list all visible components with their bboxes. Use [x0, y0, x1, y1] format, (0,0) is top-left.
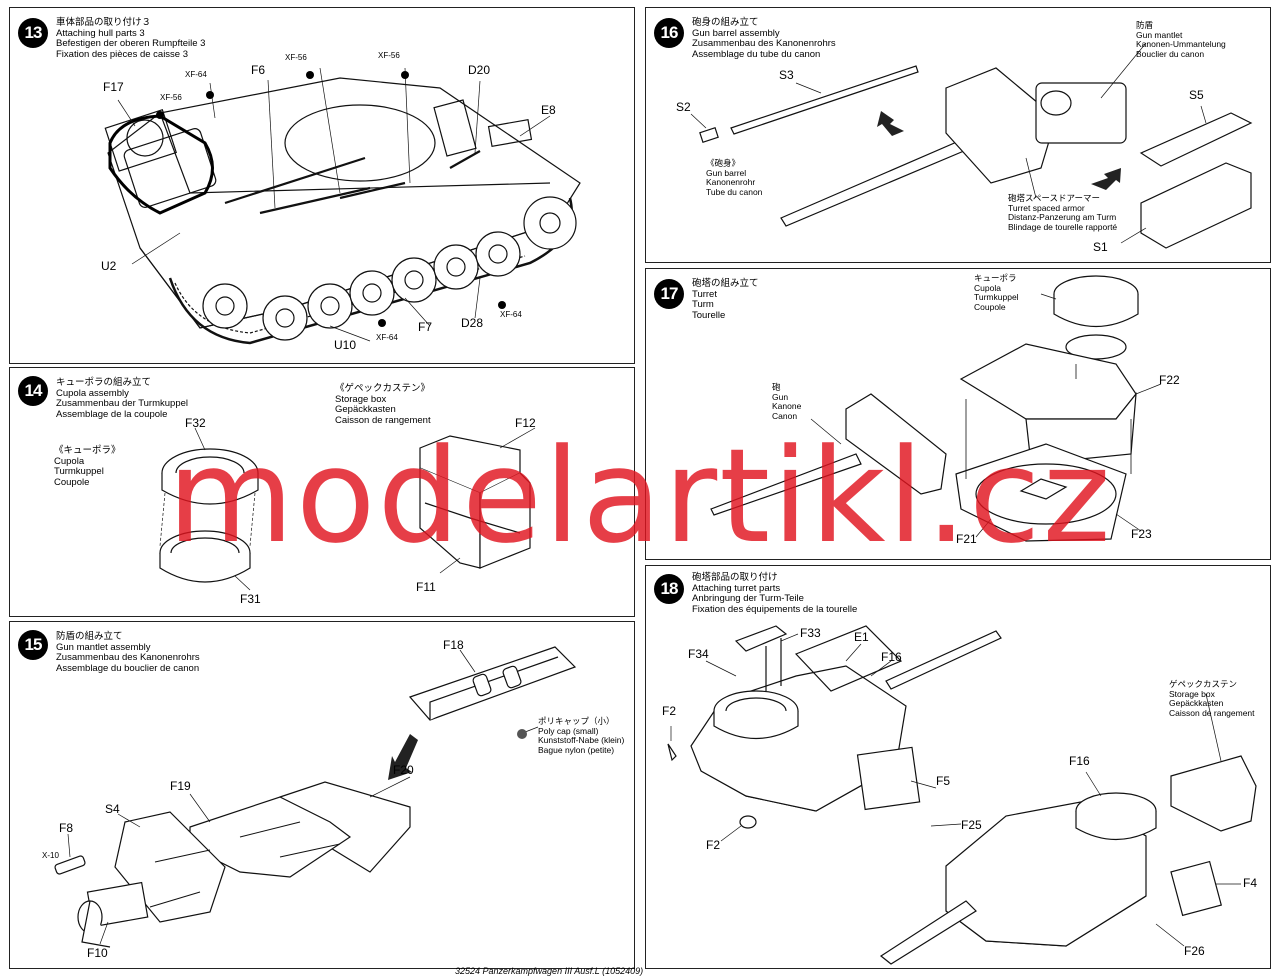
paint-label: X-10 — [42, 851, 59, 860]
part-label: S1 — [1093, 240, 1108, 254]
step-14-panel: 14 キューポラの組み立て Cupola assembly Zusammenba… — [9, 367, 635, 617]
part-label: F26 — [1184, 944, 1205, 958]
paint-label: XF-56 — [378, 51, 400, 60]
part-label: E1 — [854, 630, 869, 644]
part-label: U2 — [101, 259, 117, 273]
spaced-armor-note: 砲塔スペースドアーマー Turret spaced armor Distanz-… — [1008, 193, 1118, 232]
part-label: F5 — [936, 774, 951, 788]
part-label: D28 — [461, 316, 484, 330]
step-14-title: キューポラの組み立て Cupola assembly Zusammenbau d… — [56, 377, 189, 420]
barrel-illustration — [690, 42, 1253, 249]
step-17-panel: 17 砲塔の組み立て Turret Turm Tourelle キューポラ Cu… — [645, 268, 1271, 560]
part-label: S2 — [676, 100, 691, 114]
part-label: F16 — [881, 650, 902, 664]
gun-note: 砲 Gun Kanone Canon — [772, 382, 802, 421]
step-17-title: 砲塔の組み立て Turret Turm Tourelle — [692, 278, 759, 321]
part-label: F2 — [662, 704, 677, 718]
part-label: F18 — [443, 638, 464, 652]
part-label: F23 — [1131, 527, 1152, 541]
part-label: F7 — [418, 320, 433, 334]
part-label: F19 — [170, 779, 191, 793]
part-label: F21 — [956, 532, 977, 546]
step-number-16: 16 — [654, 18, 684, 48]
paint-label: XF-64 — [376, 333, 398, 342]
part-label: S3 — [779, 68, 794, 82]
step-13-panel: 13 車体部品の取り付け３ Attaching hull parts 3 Bef… — [9, 7, 635, 364]
mantlet-note: 防盾 Gun mantlet Kanonen-Ummantelung Boucl… — [1136, 20, 1226, 59]
part-label: F4 — [1243, 876, 1258, 890]
part-label: F31 — [240, 592, 261, 606]
paint-label: XF-64 — [500, 310, 522, 319]
part-label: F12 — [515, 416, 536, 430]
step-number-18: 18 — [654, 574, 684, 604]
storage-box-note: 《ゲペックカステン》 Storage box Gepäckkasten Cais… — [335, 383, 431, 426]
step-16-panel: 16 砲身の組み立て Gun barrel assembly Zusammenb… — [645, 7, 1271, 263]
part-label: F17 — [103, 80, 124, 94]
part-label: F34 — [688, 647, 709, 661]
part-label: F10 — [87, 946, 108, 960]
step-18-panel: 18 砲塔部品の取り付け Attaching turret parts Anbr… — [645, 565, 1271, 969]
footer-text: 32524 Panzerkampfwagen III Ausf.L (10524… — [455, 966, 644, 976]
cupola-illustration — [159, 427, 536, 591]
part-label: F22 — [1159, 373, 1180, 387]
part-label: F25 — [961, 818, 982, 832]
mantlet-illustration — [54, 646, 577, 948]
cupola-note: キューポラ Cupola Turmkuppel Coupole — [974, 273, 1019, 312]
cupola-note: 《キューポラ》 Cupola Turmkuppel Coupole — [54, 445, 121, 488]
step-15-panel: 15 防盾の組み立て Gun mantlet assembly Zusammen… — [9, 621, 635, 969]
step-16-title: 砲身の組み立て Gun barrel assembly Zusammenbau … — [692, 17, 836, 60]
paint-label: XF-64 — [185, 70, 207, 79]
part-label: F2 — [706, 838, 721, 852]
step-number-14: 14 — [18, 376, 48, 406]
step-13-title: 車体部品の取り付け３ Attaching hull parts 3 Befest… — [56, 17, 206, 60]
part-label: F16 — [1069, 754, 1090, 768]
part-label: F33 — [800, 626, 821, 640]
paint-label: XF-56 — [285, 53, 307, 62]
step-number-15: 15 — [18, 630, 48, 660]
step-18-title: 砲塔部品の取り付け Attaching turret parts Anbring… — [692, 572, 858, 615]
step-number-17: 17 — [654, 279, 684, 309]
barrel-note: 《砲身》 Gun barrel Kanonenrohr Tube du cano… — [706, 158, 763, 197]
part-label: S5 — [1189, 88, 1204, 102]
step-15-title: 防盾の組み立て Gun mantlet assembly Zusammenbau… — [56, 631, 200, 674]
turret-illustration — [710, 275, 1162, 542]
step-number-13: 13 — [18, 18, 48, 48]
part-label: U10 — [334, 338, 357, 352]
paint-label: XF-56 — [160, 93, 182, 102]
polycap-note: ポリキャップ（小） Poly cap (small) Kunststoff-Na… — [538, 716, 625, 755]
part-label: F20 — [393, 763, 414, 777]
part-label: F6 — [251, 63, 266, 77]
hull-illustration — [104, 67, 581, 345]
part-label: E8 — [541, 103, 556, 117]
part-label: F11 — [416, 580, 436, 594]
part-label: F32 — [185, 416, 206, 430]
part-label: D20 — [468, 63, 491, 77]
storage-box-note: ゲペックカステン Storage box Gepäckkasten Caisso… — [1169, 679, 1255, 718]
part-label: S4 — [105, 802, 120, 816]
turret-parts-illustration — [667, 625, 1257, 965]
part-label: F8 — [59, 821, 74, 835]
